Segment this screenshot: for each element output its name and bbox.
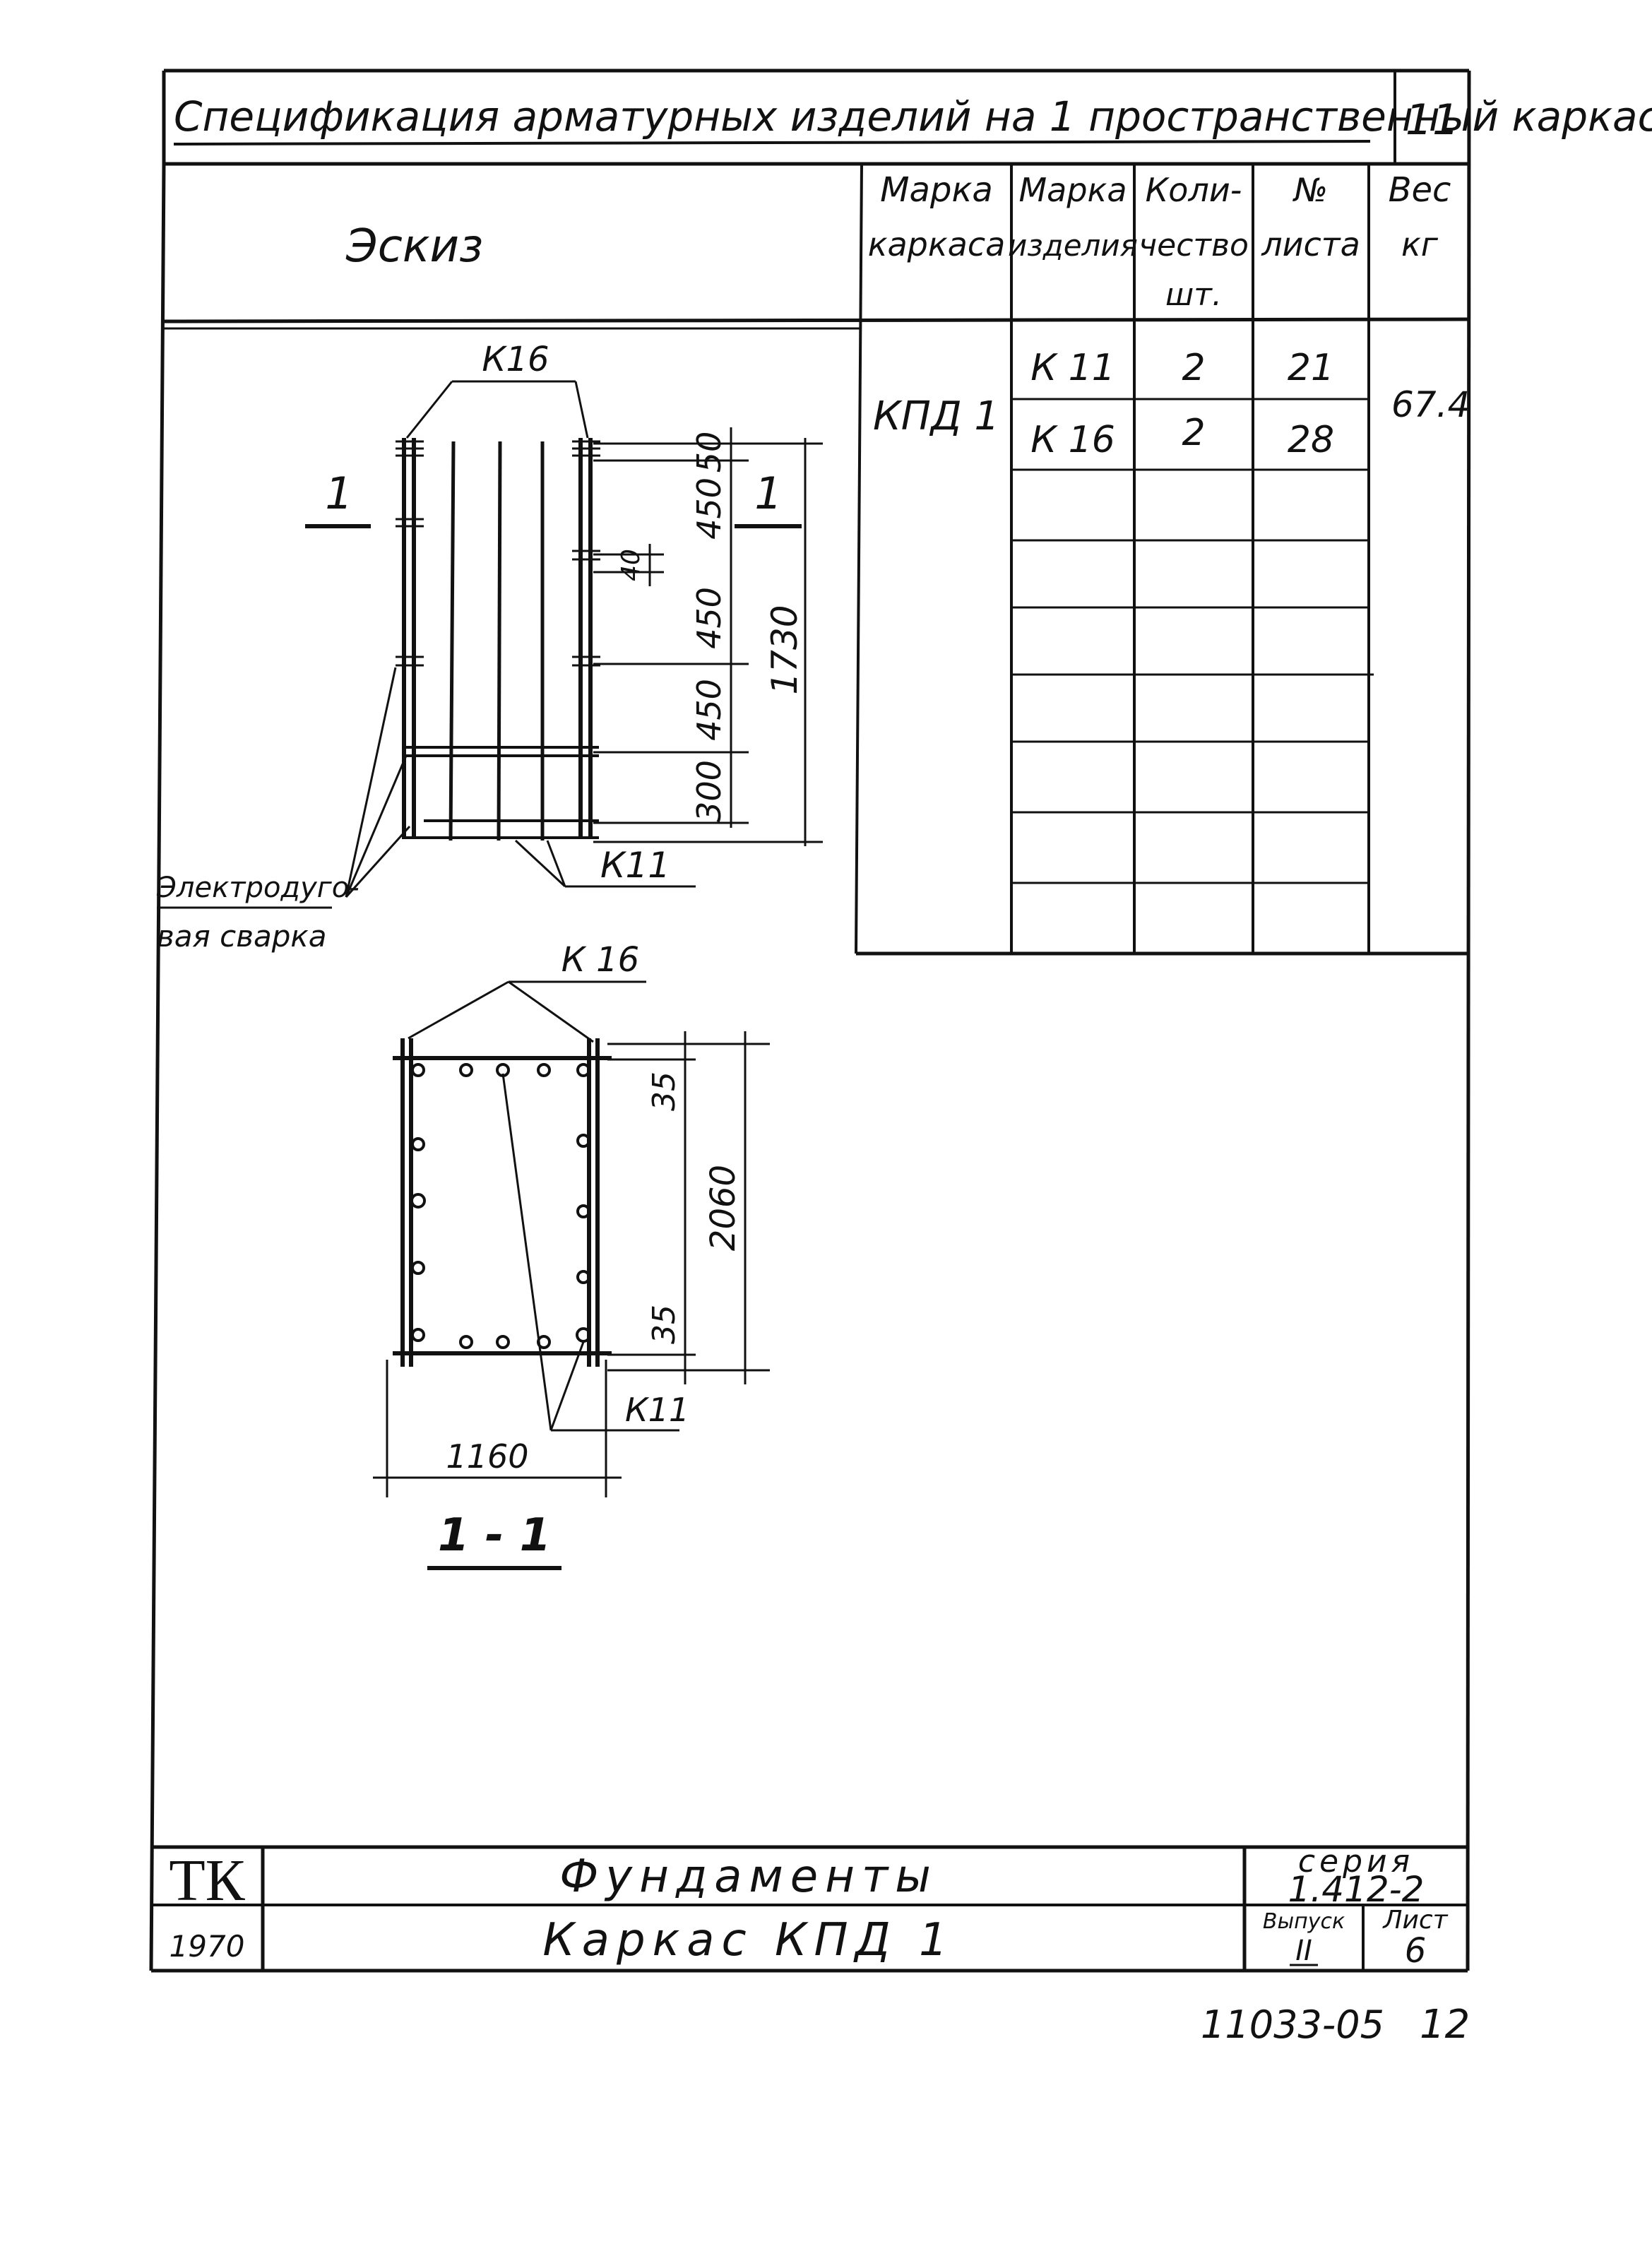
elevation-section-mark-left: 1	[325, 468, 352, 519]
section-label-top: К 16	[561, 940, 639, 980]
weight-value: 67.4	[1391, 384, 1470, 425]
sketch-header: Эскиз	[345, 220, 483, 273]
row2-sheet: 28	[1288, 419, 1334, 461]
section-dim-height: 2060	[703, 1165, 743, 1251]
section-drawing: К 16 35 2060 35 К11 1160 1 - 1	[373, 940, 770, 1570]
row1-sheet: 21	[1288, 347, 1334, 389]
col-item-mark-l2: изделия	[1008, 228, 1138, 263]
header: Спецификация арматурных изделий на 1 про…	[164, 71, 1652, 166]
weld-note-line1: Электродуго-	[156, 872, 359, 904]
elevation-dim-2: 450	[690, 477, 728, 540]
elevation-dim-1: 50	[690, 432, 728, 473]
col-qty-l3: шт.	[1165, 277, 1222, 313]
stamp-title1: Фундаменты	[559, 1851, 938, 1903]
stamp-title2: Каркас КПД 1	[542, 1914, 954, 1966]
row2-item: К 16	[1030, 419, 1115, 461]
section-title: 1 - 1	[438, 1509, 551, 1562]
col-sheet-l1: №	[1292, 171, 1328, 209]
col-qty-l2: чество	[1139, 227, 1249, 263]
footer-code: 11033-05	[1201, 2002, 1384, 2047]
elevation-dim-small: 40	[617, 549, 646, 581]
elevation-dim-5: 300	[690, 760, 728, 822]
frame-mark-value: КПД 1	[873, 393, 999, 439]
elevation-label-bottom: К11	[600, 845, 670, 886]
elevation-dim-total: 1730	[764, 605, 805, 694]
header-page-number: 11	[1406, 95, 1459, 145]
stamp-series-label: серия	[1298, 1844, 1414, 1880]
elevation-dim-3: 450	[690, 587, 728, 649]
col-item-mark-l1: Марка	[1018, 171, 1127, 209]
title-stamp: ТК 1970 Фундаменты Каркас КПД 1 серия 1.…	[151, 1844, 1468, 1971]
stamp-sheet-value: 6	[1405, 1931, 1427, 1971]
outer-frame	[149, 69, 1471, 1973]
footer: 11033-05 12	[1201, 2002, 1470, 2048]
section-dim-width: 1160	[446, 1437, 528, 1476]
stamp-series-value: 1.412-2	[1288, 1869, 1425, 1910]
section-dim-bottom: 35	[646, 1305, 682, 1344]
col-frame-mark-l2: каркаса	[868, 225, 1006, 263]
row1-qty: 2	[1182, 347, 1205, 389]
stamp-logo: ТК	[169, 1848, 245, 1913]
col-frame-mark-l1: Марка	[880, 170, 993, 210]
elevation-drawing: К16 1 1 50 450 450 450 300 40 1730	[156, 340, 823, 954]
col-weight-l2: кг	[1401, 225, 1439, 263]
stamp-issue-label: Выпуск	[1263, 1909, 1345, 1934]
col-weight-l1: Вес	[1389, 170, 1451, 210]
elevation-section-mark-right: 1	[754, 468, 782, 519]
row2-qty: 2	[1182, 412, 1205, 454]
elevation-dim-4: 450	[690, 679, 728, 741]
stamp-issue-value: II	[1295, 1935, 1312, 1967]
col-qty-l1: Коли-	[1146, 171, 1242, 209]
col-sheet-l2: листа	[1261, 225, 1360, 263]
spec-table: Эскиз Марка каркаса Марка изделия Коли- …	[163, 163, 1470, 956]
header-title: Спецификация арматурных изделий на 1 про…	[174, 93, 1652, 141]
stamp-sheet-label: Лист	[1381, 1906, 1448, 1935]
row1-item: К 11	[1030, 347, 1115, 389]
stamp-year: 1970	[170, 1929, 245, 1964]
footer-number: 12	[1420, 2002, 1470, 2048]
section-dim-top: 35	[646, 1071, 682, 1111]
weld-note-line2: вая сварка	[157, 919, 326, 954]
elevation-label-top: К16	[482, 340, 549, 379]
section-label-bottom: К11	[625, 1391, 689, 1429]
